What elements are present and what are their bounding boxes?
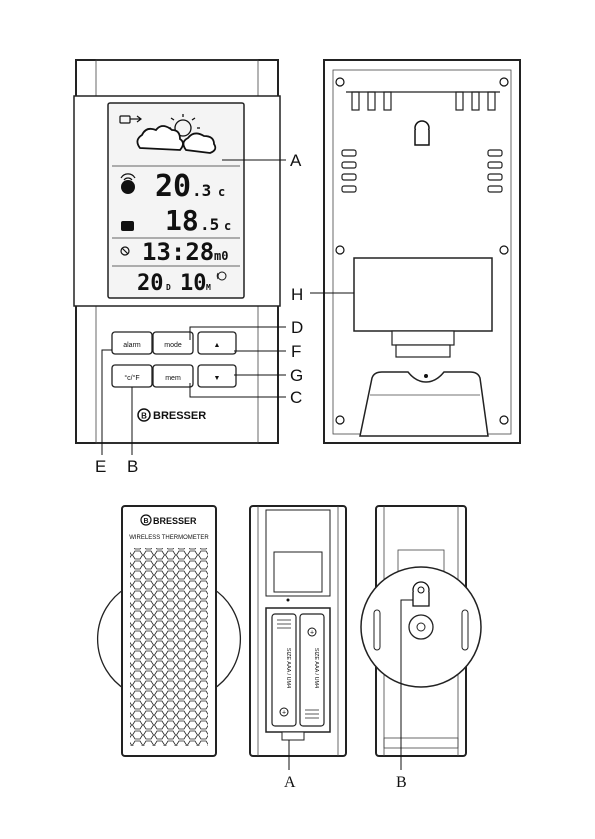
unit-toggle-button[interactable]: °c/°F <box>112 365 152 387</box>
callout-a-bottom: A <box>284 774 296 791</box>
sensor-battery-view: SIZE AAA / UM4 + SIZE AAA / UM4 + A <box>250 506 346 791</box>
clock-time: 13:28 <box>142 238 214 266</box>
indoor-temperature-unit: c <box>224 219 231 233</box>
callout-b-bottom: B <box>396 774 407 791</box>
callout-b: B <box>127 457 138 476</box>
alarm-button[interactable]: alarm <box>112 332 152 354</box>
callout-g: G <box>290 366 303 385</box>
battery-label-2: SIZE AAA / UM4 <box>313 648 319 688</box>
base-station-back: H <box>291 60 520 443</box>
up-arrow-icon: ▲ <box>214 342 221 349</box>
sensor-front: B BRESSER WIRELESS THERMOMETER <box>98 506 241 756</box>
callout-a: A <box>290 151 302 170</box>
svg-text:+: + <box>282 710 286 717</box>
outdoor-temperature: 20 <box>155 169 191 204</box>
svg-text:B: B <box>141 412 147 421</box>
ventilation-grille <box>130 548 208 746</box>
mode-button[interactable]: mode <box>153 332 193 354</box>
date-day-suffix: D <box>166 283 171 292</box>
mem-button[interactable]: mem <box>153 365 193 387</box>
base-station-front: OUT 20 .3 c IN 18 .5 c 13:28 m0 20 D 10 … <box>74 60 303 476</box>
date-month-suffix: M <box>206 283 211 292</box>
battery-2: SIZE AAA / UM4 + <box>300 614 324 726</box>
date-month: 10 <box>180 271 207 296</box>
sensor-subtitle: WIRELESS THERMOMETER <box>129 535 209 541</box>
callout-h: H <box>291 285 303 304</box>
unit-toggle-label: °c/°F <box>124 374 139 382</box>
outdoor-temperature-unit: c <box>218 185 225 199</box>
down-button[interactable]: ▼ <box>198 365 236 387</box>
callout-e: E <box>95 457 106 476</box>
indoor-temperature: 18 <box>165 204 199 237</box>
mode-button-label: mode <box>164 342 182 349</box>
date-day: 20 <box>137 271 164 296</box>
up-button[interactable]: ▲ <box>198 332 236 354</box>
svg-text:+: + <box>310 630 314 637</box>
brand-name: BRESSER <box>153 410 206 422</box>
out-badge: OUT <box>121 180 135 194</box>
keyhole-icon <box>415 121 429 145</box>
in-badge: IN <box>121 221 134 231</box>
callout-f: F <box>291 342 301 361</box>
battery-door <box>354 258 492 331</box>
out-badge-text: OUT <box>122 186 135 192</box>
battery-1: SIZE AAA / UM4 + <box>272 614 296 726</box>
outdoor-temperature-decimal: .3 <box>192 181 211 200</box>
clock-time-suffix: m0 <box>214 249 228 263</box>
sensor-keyhole-icon <box>413 582 429 606</box>
stand <box>360 372 488 436</box>
in-badge-text: IN <box>125 225 131 231</box>
mem-button-label: mem <box>165 375 181 382</box>
callout-c: C <box>290 388 302 407</box>
indoor-temperature-decimal: .5 <box>200 215 219 234</box>
callout-d: D <box>291 318 303 337</box>
svg-text:B: B <box>143 518 148 525</box>
alarm-button-label: alarm <box>123 342 141 349</box>
battery-label-1: SIZE AAA / UM4 <box>285 648 291 688</box>
down-arrow-icon: ▼ <box>214 375 221 382</box>
sensor-brand-name: BRESSER <box>153 516 197 526</box>
sensor-back-view: B <box>361 506 481 791</box>
